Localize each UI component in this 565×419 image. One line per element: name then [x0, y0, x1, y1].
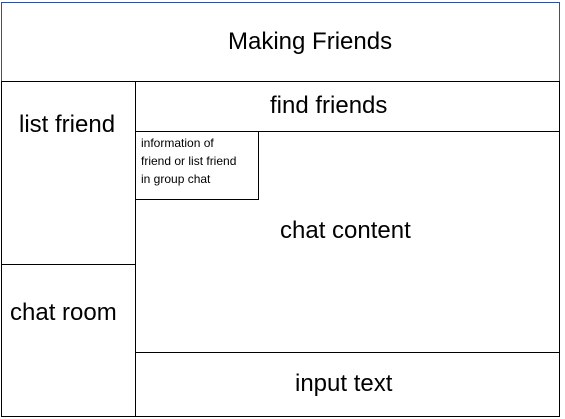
find-friends-label: find friends [270, 92, 388, 119]
chat-room-label: chat room [10, 299, 117, 326]
input-text-box [135, 352, 560, 417]
list-friend-box [1, 81, 136, 265]
find-friends-box [135, 81, 560, 132]
header-box [1, 2, 560, 82]
header-title: Making Friends [228, 28, 393, 55]
list-friend-label: list friend [19, 111, 116, 138]
chat-content-label: chat content [280, 217, 411, 244]
input-text-label: input text [295, 370, 393, 397]
chat-room-box [1, 264, 136, 417]
friend-info-box [135, 131, 259, 200]
friend-info-label: information of friend or list friend in … [141, 136, 237, 186]
